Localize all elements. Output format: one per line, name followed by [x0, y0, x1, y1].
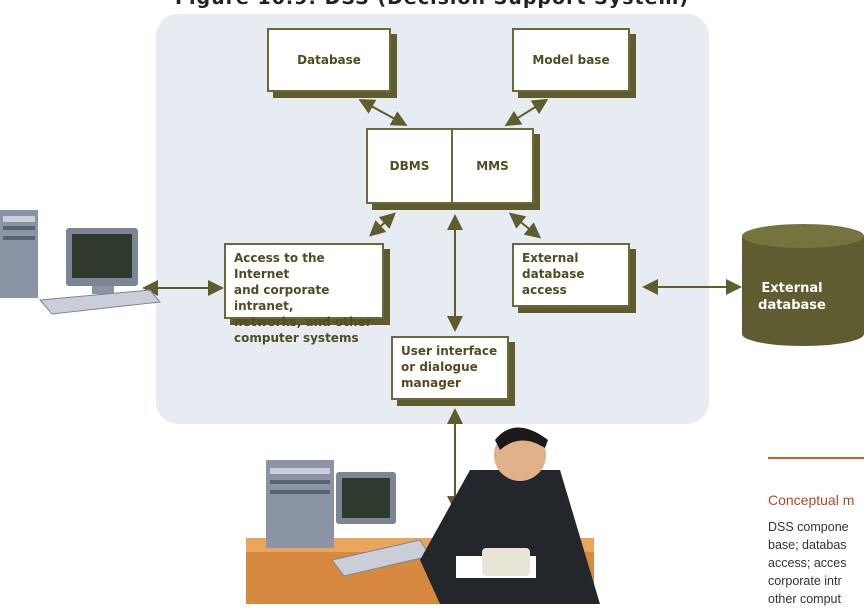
dbms-mms-divider [451, 130, 453, 202]
caption-body: DSS compone base; databas access; acces … [768, 520, 849, 606]
user-at-desk-illustration [246, 427, 600, 604]
computer-icon [0, 210, 161, 315]
external-database-cylinder [742, 224, 864, 346]
model-base-label: Model base [532, 53, 610, 67]
dbms-mms-box: DBMS MMS [366, 128, 534, 204]
figure-title: Figure 10.9: DSS (Decision Support Syste… [0, 0, 864, 9]
external-database-label: External database [758, 281, 826, 313]
external-database-access-box: External database access [512, 243, 630, 307]
external-access-label: External database access [522, 251, 585, 297]
database-label: Database [297, 53, 361, 67]
user-interface-box: User interface or dialogue manager [391, 336, 509, 400]
caption-rule [768, 457, 864, 459]
caption-title: Conceptual m [768, 492, 855, 508]
internet-access-box: Access to the Internet and corporate int… [224, 243, 384, 345]
mms-label: MMS [476, 159, 509, 173]
dbms-label: DBMS [389, 159, 430, 173]
user-interface-label: User interface or dialogue manager [401, 344, 498, 390]
arrow-mms-external [508, 212, 542, 239]
arrow-dbms-internet [369, 212, 396, 237]
internet-access-label: Access to the Internet and corporate int… [234, 251, 372, 345]
model-base-box: Model base [512, 28, 630, 92]
arrow-database-dbms [358, 99, 408, 126]
arrow-modelbase-mms [504, 98, 549, 127]
database-box: Database [267, 28, 391, 92]
